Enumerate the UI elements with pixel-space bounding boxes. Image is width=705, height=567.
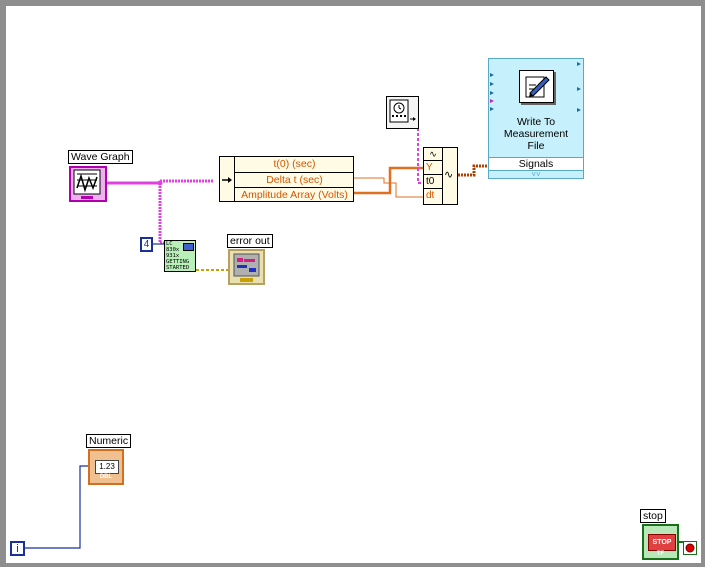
- subvi-line: STARTED: [166, 265, 190, 271]
- error-out-label: error out: [227, 234, 273, 248]
- subvi-line: 931x: [166, 253, 180, 259]
- unbundle-input-panel: [220, 157, 235, 201]
- loop-condition-terminal[interactable]: [683, 541, 697, 555]
- wire-junction: [157, 180, 163, 186]
- waveform-icon: ∿: [424, 148, 442, 161]
- pencil-icon: [525, 76, 550, 98]
- arrow-right-icon: [222, 177, 232, 183]
- subvi-line: LC: [166, 241, 173, 247]
- waveform-branch-wire[interactable]: [158, 183, 165, 245]
- iteration-wire[interactable]: [25, 465, 90, 549]
- dynamic-data-wire[interactable]: [458, 164, 490, 177]
- unbundle-row-delta-t[interactable]: Delta t (sec): [235, 172, 354, 187]
- waveform-output-icon: ∿: [444, 169, 454, 181]
- numeric-indicator-terminal[interactable]: 1.23 DBL: [88, 449, 124, 485]
- unbundle-row-t0[interactable]: t(0) (sec): [273, 158, 316, 170]
- getting-started-subvi[interactable]: LC 830x 931x GETTING STARTED: [164, 240, 196, 272]
- subvi-line: GETTING: [166, 259, 190, 265]
- clock-calendar-icon: [389, 99, 416, 123]
- wave-graph-terminal[interactable]: [69, 166, 107, 202]
- window-top-border: [0, 0, 705, 6]
- terminal-t0[interactable]: t0: [424, 175, 442, 189]
- amplitude-array-wire[interactable]: [353, 166, 424, 195]
- iteration-terminal[interactable]: i: [10, 541, 25, 556]
- wave-graph-label: Wave Graph: [68, 150, 133, 164]
- unbundle-row-amplitude[interactable]: Amplitude Array (Volts): [235, 187, 354, 202]
- numeric-type: DBL: [99, 474, 113, 480]
- write-file-title-line: Write To: [516, 116, 556, 128]
- write-to-measurement-file-vi[interactable]: Write To Measurement File Signals ˅˅: [488, 58, 584, 179]
- stop-if-true-icon: [685, 543, 695, 553]
- write-file-title: Write To Measurement File: [489, 116, 583, 152]
- stop-button-terminal[interactable]: STOP TF: [642, 524, 679, 560]
- terminal-y[interactable]: Y: [424, 161, 442, 175]
- build-waveform-input-panel: ∿ Y t0 dt: [424, 148, 443, 204]
- unbundle-by-name-node[interactable]: t(0) (sec) Delta t (sec) Amplitude Array…: [219, 156, 354, 202]
- waveform-graph-icon: [73, 169, 101, 199]
- while-loop-bottom-border: [0, 563, 705, 567]
- error-cluster-icon: [233, 253, 260, 282]
- numeric-label: Numeric: [86, 434, 132, 448]
- stop-button-face: STOP: [648, 534, 676, 551]
- numeric-display: 1.23: [95, 460, 119, 474]
- window-right-border: [701, 0, 705, 567]
- terminal-dt[interactable]: dt: [426, 190, 435, 201]
- window-left-border: [0, 0, 6, 567]
- output-terminal-markers: [577, 62, 581, 112]
- input-terminal-markers: [490, 73, 494, 111]
- numeric-constant[interactable]: 4: [140, 237, 153, 252]
- boolean-type: TF: [656, 551, 665, 557]
- get-date-time-node[interactable]: [386, 96, 419, 129]
- subvi-line: 830x: [166, 247, 180, 253]
- write-file-title-line: Measurement: [503, 128, 569, 140]
- expand-chevron-icon[interactable]: ˅˅: [531, 170, 541, 179]
- stop-label: stop: [640, 509, 666, 523]
- write-file-icon: [519, 70, 554, 103]
- signals-input-terminal[interactable]: Signals: [489, 157, 583, 171]
- display-icon: [183, 243, 194, 251]
- build-waveform-node[interactable]: ∿ Y t0 dt ∿: [423, 147, 458, 205]
- error-out-terminal[interactable]: [228, 249, 265, 285]
- write-file-title-line: File: [527, 140, 545, 152]
